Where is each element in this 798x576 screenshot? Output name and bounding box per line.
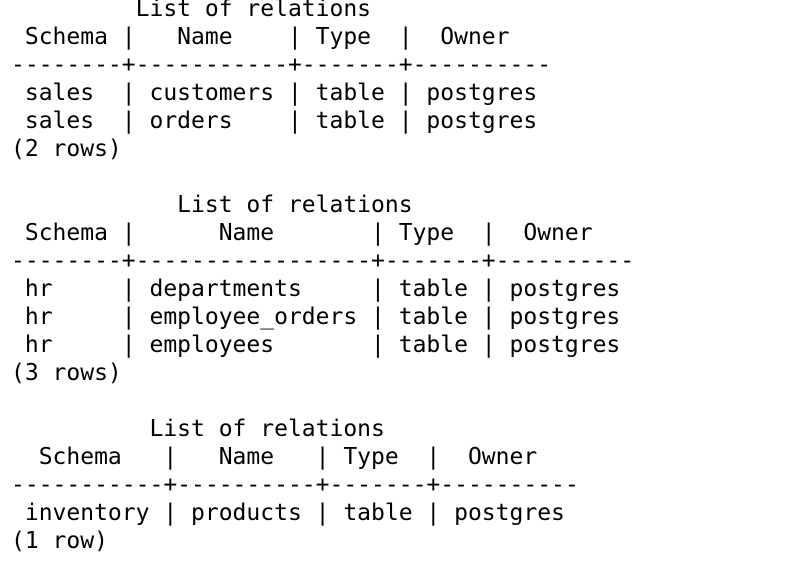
hr-table-header: Schema | Name | Type | Owner bbox=[11, 220, 593, 246]
table-row: inventory | products | table | postgres bbox=[11, 500, 565, 526]
hr-table-title: List of relations bbox=[11, 192, 413, 218]
table-row: hr | employee_orders | table | postgres bbox=[11, 304, 621, 330]
table-row: hr | departments | table | postgres bbox=[11, 276, 621, 302]
inventory-table-separator: -----------+----------+-------+---------… bbox=[11, 472, 579, 498]
sales-table-title: List of relations bbox=[11, 0, 372, 22]
table-row: hr | employees | table | postgres bbox=[11, 332, 621, 358]
table-row: sales | customers | table | postgres bbox=[11, 80, 538, 106]
hr-table-separator: --------+-----------------+-------+-----… bbox=[11, 248, 635, 274]
inventory-table-title: List of relations bbox=[11, 416, 385, 442]
inventory-row-count: (1 row) bbox=[11, 528, 108, 554]
sales-table-header: Schema | Name | Type | Owner bbox=[11, 24, 510, 50]
hr-row-count: (3 rows) bbox=[11, 360, 122, 386]
table-row: sales | orders | table | postgres bbox=[11, 108, 538, 134]
sales-row-count: (2 rows) bbox=[11, 136, 122, 162]
sales-table-separator: --------+-----------+-------+---------- bbox=[11, 52, 552, 78]
inventory-table-header: Schema | Name | Type | Owner bbox=[11, 444, 538, 470]
